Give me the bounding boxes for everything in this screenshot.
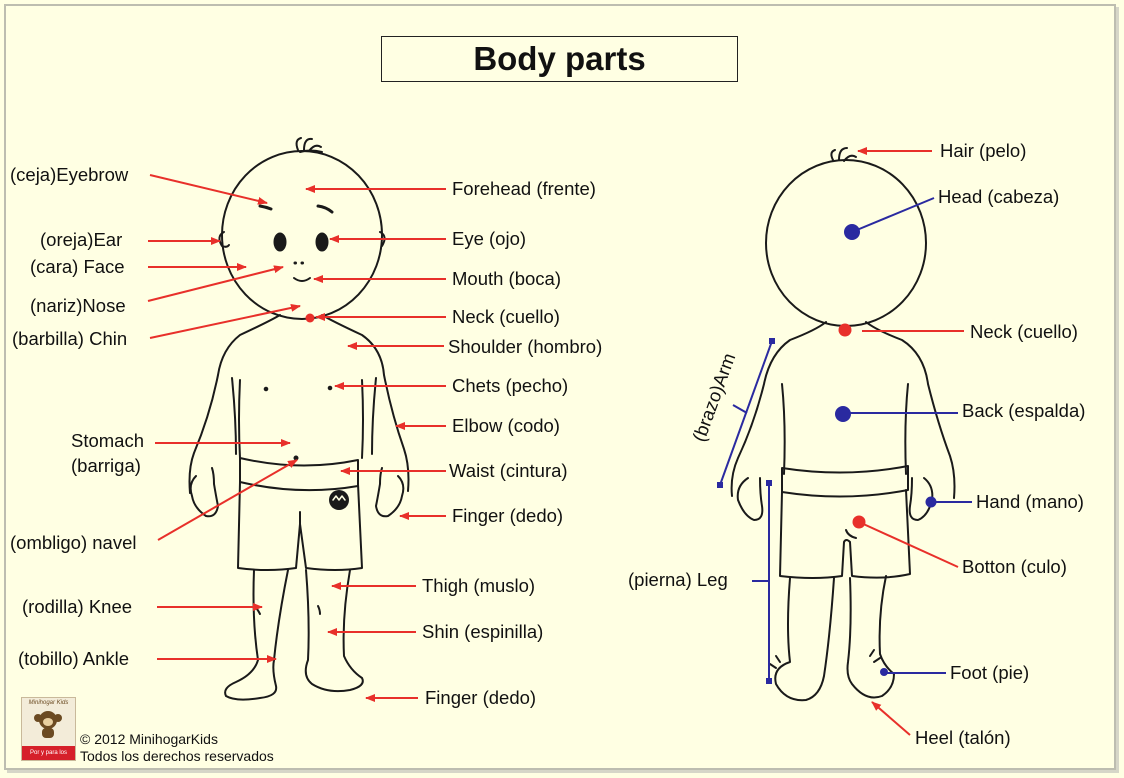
leg-bracket-top xyxy=(766,480,772,486)
back-child-figure xyxy=(730,147,956,702)
back-arrows xyxy=(857,147,932,736)
logo-tag: Por y para los niños xyxy=(22,746,75,760)
label-shin: Shin (espinilla) xyxy=(422,621,543,642)
back-leg-right xyxy=(846,575,895,699)
label-leg: (pierna) Leg xyxy=(628,569,728,590)
back-hand-left xyxy=(736,477,764,521)
front-knee-marks xyxy=(255,605,321,615)
arrow-eyebrow xyxy=(149,174,268,205)
label-stomach-en: Stomach xyxy=(71,430,144,451)
back-leg-left xyxy=(774,577,835,702)
back-shorts-seam xyxy=(845,529,857,539)
leg-bracket-bottom xyxy=(766,678,772,684)
front-labels: (ceja)Eyebrow (oreja)Ear (cara) Face (na… xyxy=(10,164,602,708)
front-ear-left xyxy=(218,231,230,248)
arrow-heel xyxy=(871,701,911,736)
back-inner-arms xyxy=(781,383,909,475)
front-child-figure xyxy=(188,137,410,701)
logo-brand: Minihogar Kids xyxy=(28,700,69,706)
back-hand-right xyxy=(908,477,934,521)
label-knee: (rodilla) Knee xyxy=(22,596,132,617)
back-toes xyxy=(769,649,881,669)
label-eyebrow: (ceja)Eyebrow xyxy=(10,164,129,185)
label-heel: Heel (talón) xyxy=(915,727,1011,748)
label-arm: (brazo)Arm xyxy=(688,350,739,444)
copyright-notice: © 2012 MinihogarKids Todos los derechos … xyxy=(80,731,274,765)
label-ear: (oreja)Ear xyxy=(40,229,122,250)
copyright-line1: © 2012 MinihogarKids xyxy=(80,731,218,747)
back-labels: Hair (pelo) Head (cabeza) Neck (cuello) … xyxy=(628,140,1085,748)
front-neck-marker xyxy=(305,313,315,323)
minihogar-logo: Minihogar Kids Por y para los niños xyxy=(21,697,76,761)
arm-bracket xyxy=(719,340,773,486)
front-eye-left xyxy=(273,232,287,252)
monkey-icon xyxy=(34,711,62,738)
arm-bracket-bottom xyxy=(717,482,723,488)
label-mouth: Mouth (boca) xyxy=(452,268,561,289)
label-face: (cara) Face xyxy=(30,256,125,277)
front-torso xyxy=(238,379,364,459)
front-ear-right xyxy=(379,231,386,247)
front-leg-left xyxy=(224,569,289,701)
line-bottom xyxy=(858,521,959,568)
label-bottom: Botton (culo) xyxy=(962,556,1067,577)
back-neck-marker xyxy=(838,323,852,337)
label-forehead: Forehead (frente) xyxy=(452,178,596,199)
back-neck-body xyxy=(730,321,956,499)
back-waistband xyxy=(781,465,909,498)
outer-frame xyxy=(4,4,1116,770)
front-hand-right xyxy=(375,467,405,518)
front-eyebrow-left xyxy=(258,204,273,211)
copyright-line2: Todos los derechos reservados xyxy=(80,748,274,764)
label-hand: Hand (mano) xyxy=(976,491,1084,512)
label-ankle: (tobillo) Ankle xyxy=(18,648,129,669)
label-neck-front: Neck (cuello) xyxy=(452,306,560,327)
label-toe: Finger (dedo) xyxy=(425,687,536,708)
label-back: Back (espalda) xyxy=(962,400,1085,421)
front-leg-right xyxy=(304,569,364,693)
label-finger: Finger (dedo) xyxy=(452,505,563,526)
back-head xyxy=(765,159,927,327)
label-waist: Waist (cintura) xyxy=(449,460,568,481)
line-head xyxy=(851,197,935,233)
label-navel: (ombligo) navel xyxy=(10,532,136,553)
page-title: Body parts xyxy=(381,36,738,82)
leg-bracket xyxy=(752,484,770,681)
label-hair: Hair (pelo) xyxy=(940,140,1026,161)
arrow-navel xyxy=(157,459,298,541)
arm-bracket-top xyxy=(769,338,775,344)
label-head: Head (cabeza) xyxy=(938,186,1059,207)
back-pointer-lines xyxy=(843,197,972,674)
front-arrows xyxy=(147,174,446,702)
label-nose: (nariz)Nose xyxy=(30,295,126,316)
label-thigh: Thigh (muslo) xyxy=(422,575,535,596)
label-chin: (barbilla) Chin xyxy=(12,328,127,349)
label-foot: Foot (pie) xyxy=(950,662,1029,683)
front-hair xyxy=(295,137,323,153)
front-eyebrow-right xyxy=(316,204,334,214)
label-chest: Chets (pecho) xyxy=(452,375,568,396)
label-elbow: Elbow (codo) xyxy=(452,415,560,436)
label-shoulder: Shoulder (hombro) xyxy=(448,336,602,357)
arrow-chin xyxy=(149,303,301,339)
label-neck-back: Neck (cuello) xyxy=(970,321,1078,342)
label-stomach-es: (barriga) xyxy=(71,455,141,476)
front-neck-body xyxy=(188,314,410,494)
front-waistband xyxy=(239,457,359,492)
front-hand-left xyxy=(189,467,219,518)
front-eye-right xyxy=(315,232,329,252)
front-head xyxy=(221,150,383,320)
label-eye: Eye (ojo) xyxy=(452,228,526,249)
back-shorts xyxy=(779,489,911,579)
front-mouth xyxy=(293,277,311,282)
arrow-nose xyxy=(147,265,284,302)
